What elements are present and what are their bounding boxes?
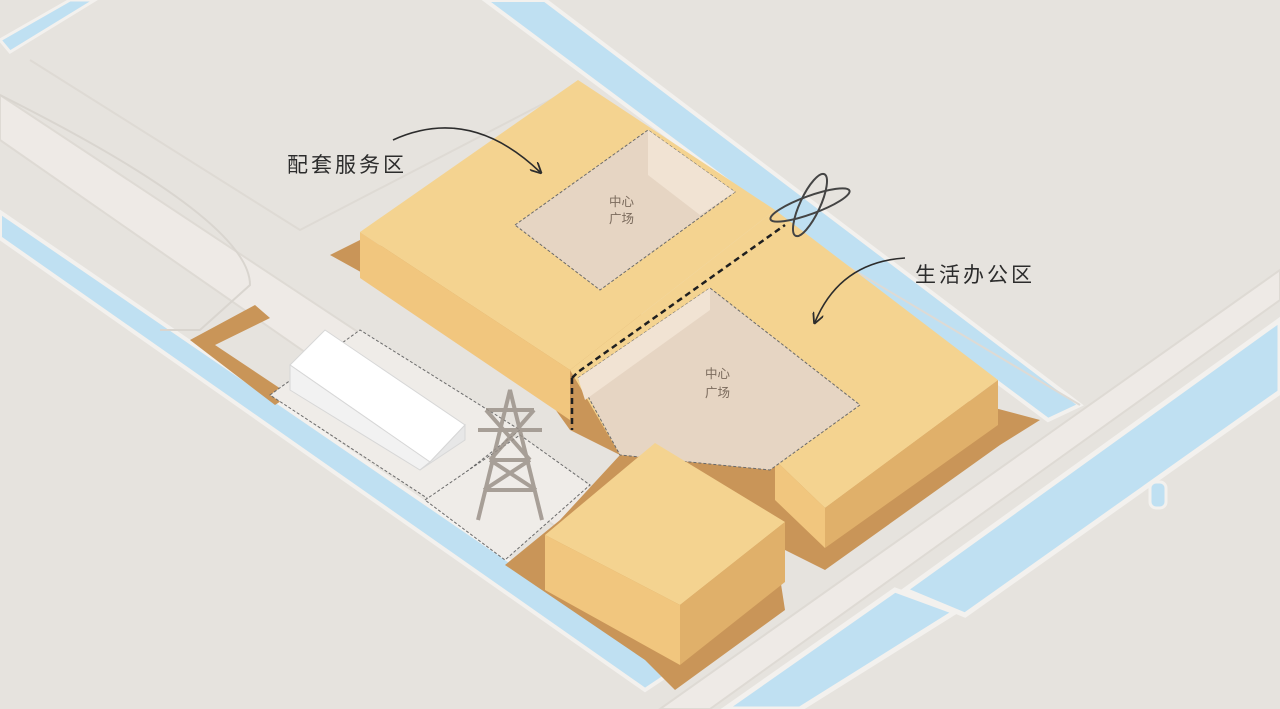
road-lower-right — [658, 268, 1280, 709]
block-office-left-face — [775, 460, 825, 548]
courtyard-center-wall — [578, 288, 710, 400]
block-small-right-face — [680, 522, 785, 665]
plaza-center-label-line1: 中心 — [705, 366, 731, 381]
plaza-center-label-line2: 广场 — [705, 385, 730, 400]
arrow-service-zone — [392, 127, 540, 172]
plaza-top-label-line1: 中心 — [609, 194, 635, 209]
block-small-left-face — [545, 535, 680, 665]
podium-left-strip — [190, 305, 290, 405]
river-lower-left — [720, 587, 961, 709]
arrow-office-zone — [815, 257, 906, 322]
courtyard-upper-wall — [648, 130, 735, 215]
label-office-zone: 生活办公区 — [915, 263, 1035, 287]
inlet — [1148, 480, 1168, 510]
transmission-tower-icon — [476, 389, 544, 521]
zone-divider — [570, 223, 786, 430]
plaza-top-label-line2: 广场 — [609, 211, 634, 226]
wind-turbine-icon — [769, 172, 851, 238]
block-service-left-face — [360, 232, 570, 420]
block-office-right-face — [825, 380, 998, 548]
road-curve-left — [0, 94, 252, 331]
canal-top-left — [0, 0, 98, 54]
canal-left — [0, 209, 676, 693]
parking-lot-2 — [424, 434, 591, 561]
label-service-zone: 配套服务区 — [287, 153, 407, 177]
block-small-top — [545, 443, 785, 605]
white-building-end — [419, 423, 466, 471]
